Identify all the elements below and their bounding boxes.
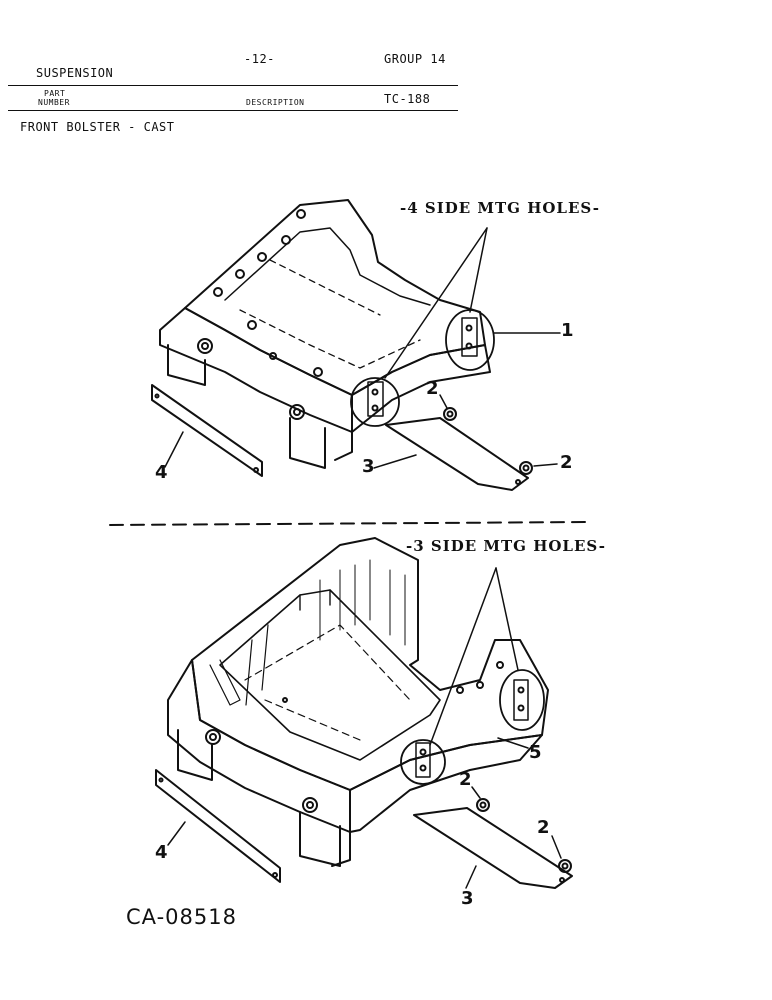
callout-2-upper-a: 2 [426, 378, 439, 399]
upper-plate-4 [151, 384, 263, 477]
upper-nut-2 [519, 461, 533, 475]
upper-plate-3 [373, 417, 529, 491]
lower-plate-3 [413, 807, 573, 889]
callout-2-lower-a: 2 [459, 769, 472, 790]
upper-bolster [159, 199, 561, 469]
callout-3-upper: 3 [362, 456, 375, 477]
page-title: FRONT BOLSTER - CAST [20, 120, 175, 134]
section-title: SUSPENSION [36, 66, 114, 80]
page-number: -12- [244, 52, 275, 66]
figure-code: CA-08518 [126, 905, 237, 929]
lower-bolster [167, 537, 549, 867]
column-description-label: DESCRIPTION [246, 98, 305, 107]
lower-mounting-note: -3 SIDE MTG HOLES- [406, 537, 607, 555]
callout-2-upper-b: 2 [560, 452, 573, 473]
lower-nut-2 [558, 859, 572, 873]
callout-3-lower: 3 [461, 888, 474, 909]
callout-1: 1 [561, 320, 574, 341]
column-part-label-2: NUMBER [38, 98, 70, 107]
header-rule-bottom [8, 110, 458, 111]
upper-nut-1 [443, 407, 457, 421]
upper-mounting-note: -4 SIDE MTG HOLES- [400, 199, 601, 217]
lower-nut-2-hole [561, 862, 569, 870]
upper-nut-1-hole [446, 410, 454, 418]
callout-4-upper: 4 [155, 462, 168, 483]
section-divider [109, 521, 591, 526]
callout-5: 5 [529, 742, 542, 763]
header-rule-top [8, 85, 458, 86]
lower-nut-1-hole [479, 801, 487, 809]
upper-nut-2-hole [522, 464, 530, 472]
column-part-label-1: PART [44, 89, 66, 98]
reference-number: TC-188 [384, 92, 431, 106]
callout-2-lower-b: 2 [537, 817, 550, 838]
callout-4-lower: 4 [155, 842, 168, 863]
lower-nut-1 [476, 798, 490, 812]
group-label: GROUP 14 [384, 52, 446, 66]
lower-plate-4 [155, 769, 281, 883]
